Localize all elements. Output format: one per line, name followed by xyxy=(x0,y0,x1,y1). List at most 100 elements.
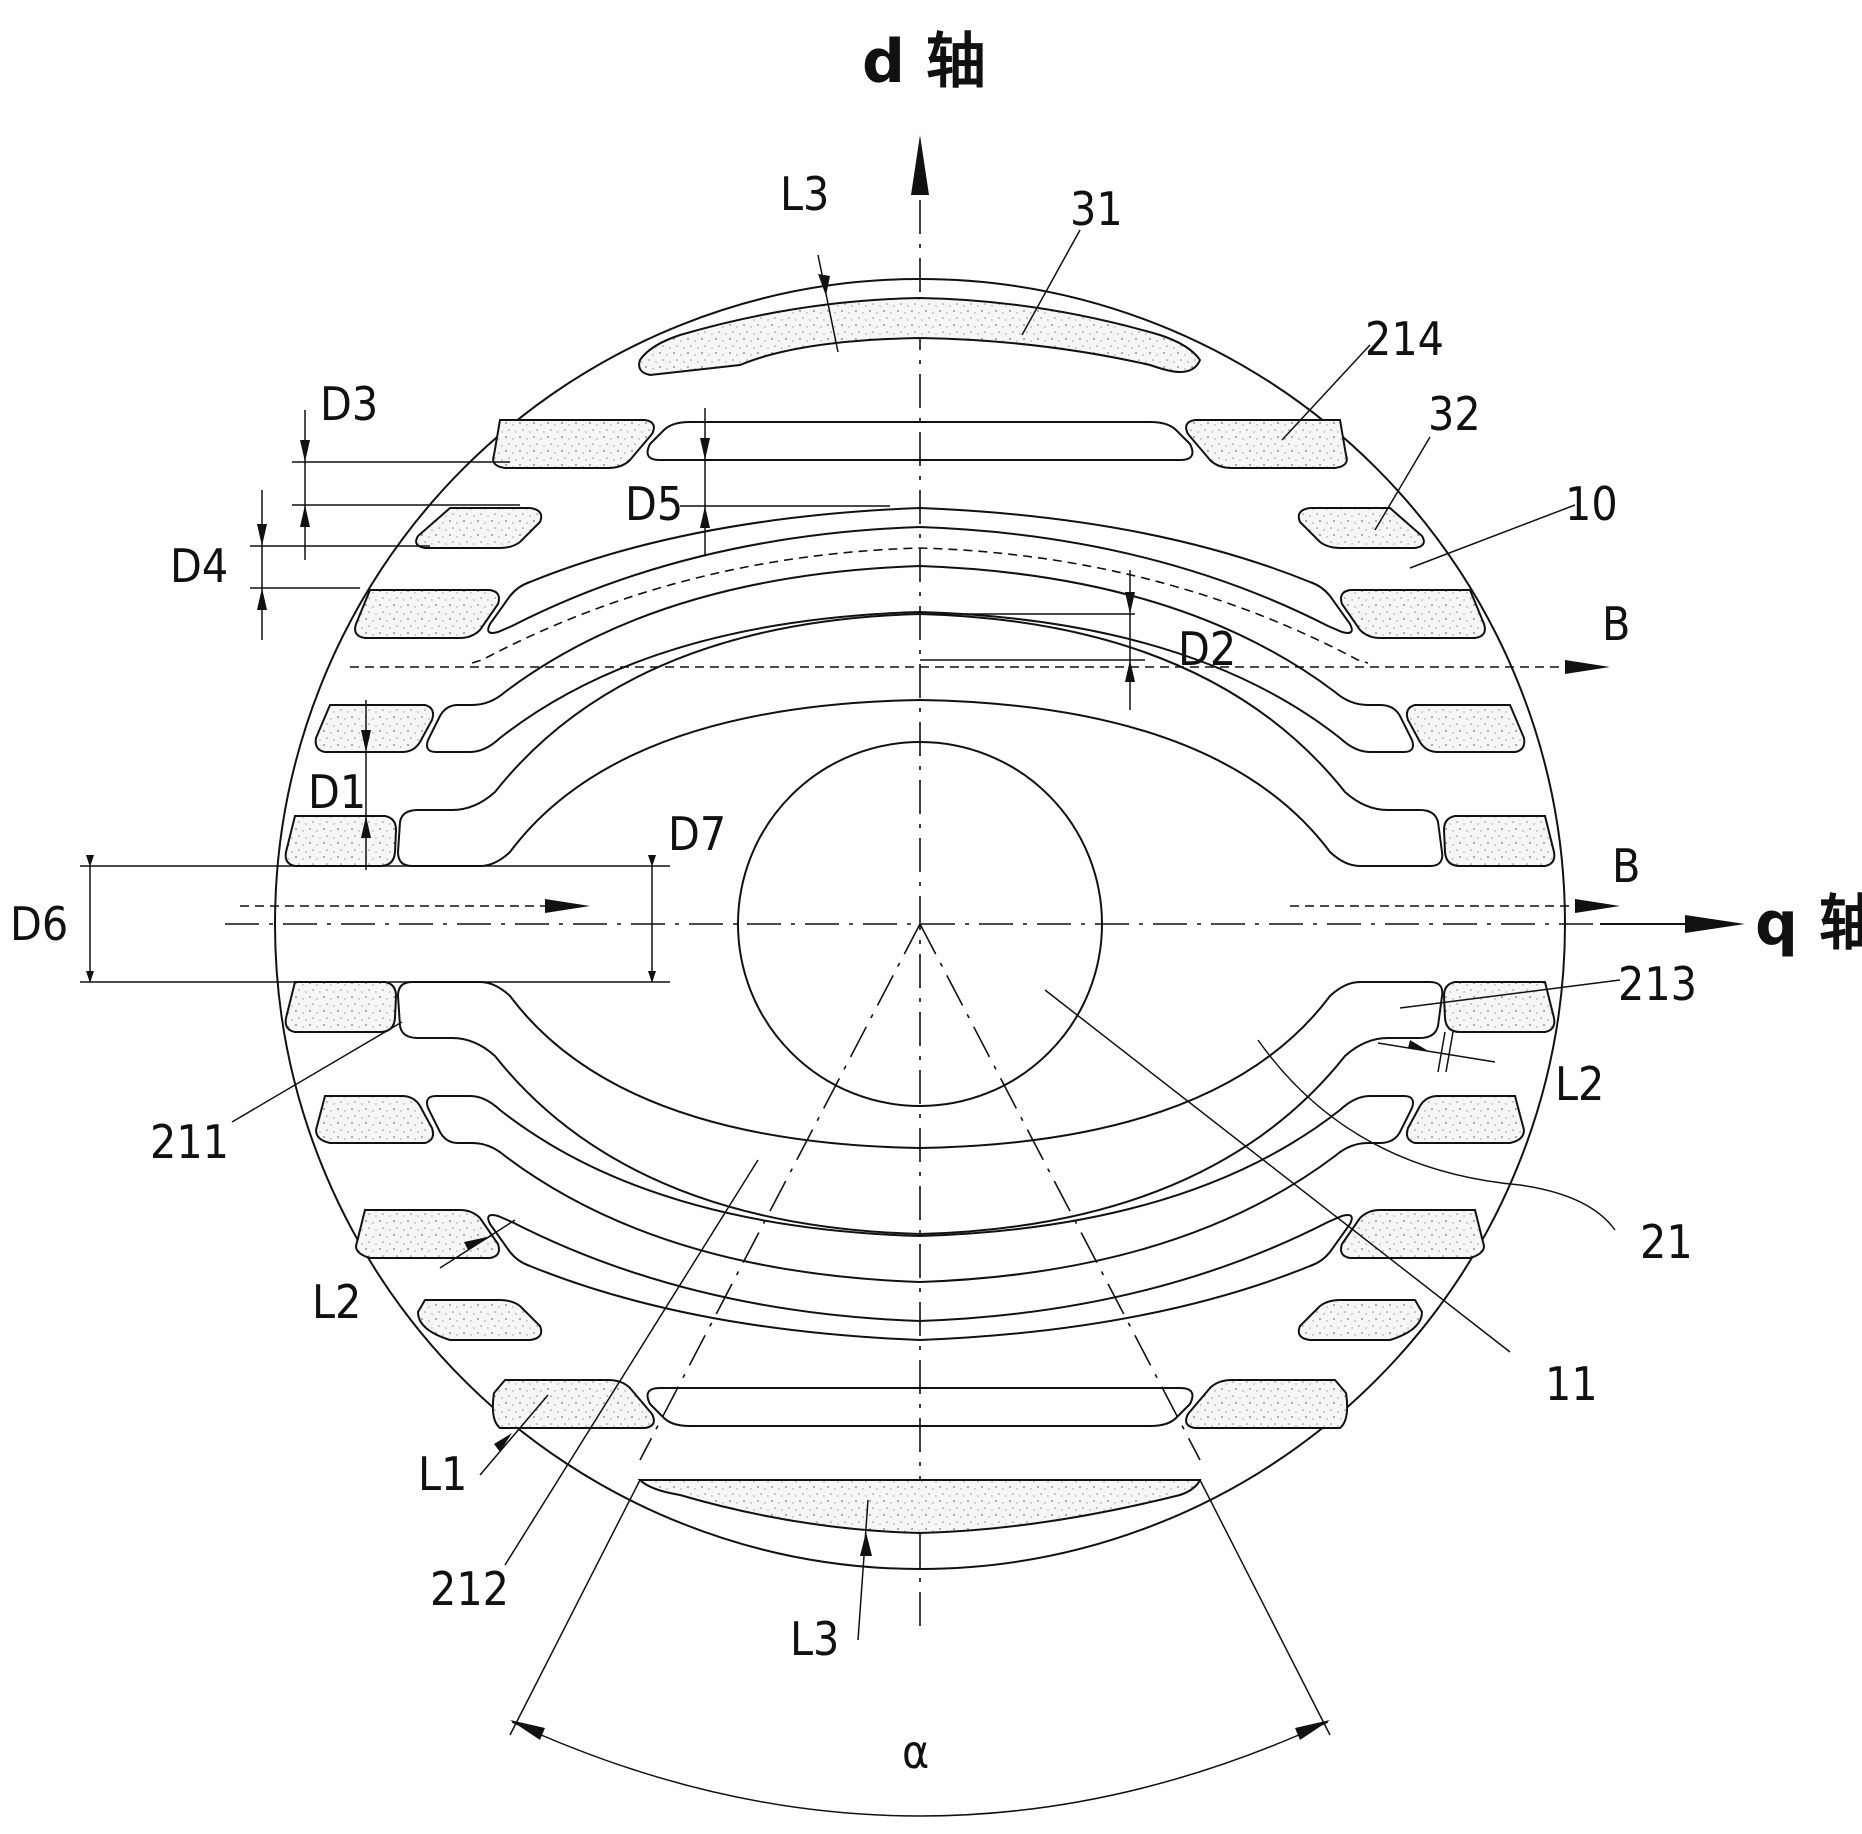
magnet-left-row-2 xyxy=(415,507,543,549)
d-axis-label: d 轴 xyxy=(862,27,986,97)
dim-d2-label: D2 xyxy=(1178,622,1236,676)
d1-arrow-top xyxy=(361,730,371,752)
leader-211 xyxy=(231,1021,403,1123)
label-211: 211 xyxy=(150,1115,229,1169)
magnet-right-row-1 xyxy=(1185,419,1348,469)
dim-l3-bottom-label: L3 xyxy=(790,1612,839,1666)
magnet-left-row-5 xyxy=(284,815,398,867)
q-axis-label: q 轴 xyxy=(1755,889,1862,959)
magnet-left-row-9 xyxy=(416,1299,543,1341)
section-arrow-left xyxy=(545,899,590,913)
section-arrow-b-lower xyxy=(1575,899,1620,913)
flux-barrier-lower-2 xyxy=(426,1095,1414,1284)
dim-l3-top-label: L3 xyxy=(780,167,829,221)
dim-d7-label: D7 xyxy=(668,807,726,861)
magnet-right-row-6 xyxy=(1442,981,1556,1033)
angle-alpha-label: α xyxy=(902,1725,929,1779)
flux-barrier-upper-3 xyxy=(487,506,1353,634)
right-magnet-group xyxy=(1185,419,1556,1429)
alpha-boundary-left xyxy=(639,923,921,1461)
magnet-right-row-5 xyxy=(1442,815,1556,867)
barrier-centerline xyxy=(471,547,1369,664)
leader-11 xyxy=(1044,989,1511,1353)
magnet-left-row-3 xyxy=(354,589,500,639)
magnet-right-row-10 xyxy=(1185,1379,1349,1429)
l3-top-arrow xyxy=(818,274,830,296)
magnet-left-row-8 xyxy=(354,1209,500,1259)
label-32: 32 xyxy=(1428,387,1481,441)
magnet-left-row-1 xyxy=(492,419,655,469)
q-axis-arrow xyxy=(1685,915,1745,933)
alpha-extension-right xyxy=(1199,1479,1331,1736)
alpha-extension-left xyxy=(509,1479,641,1736)
d5-arrow-top xyxy=(700,438,710,460)
d3-arrow-top xyxy=(300,440,310,462)
leader-21 xyxy=(1257,1039,1616,1231)
d2-arrow-top xyxy=(1125,592,1135,614)
magnet-31-top xyxy=(638,296,1202,377)
magnet-right-row-9 xyxy=(1297,1299,1424,1341)
magnet-left-row-10 xyxy=(491,1379,655,1429)
l3-bottom-leader xyxy=(857,1499,869,1641)
flux-barrier-upper-2 xyxy=(426,564,1414,753)
l2-right-tick-1 xyxy=(1437,1031,1446,1073)
leader-213 xyxy=(1399,979,1621,1009)
dim-l2-right-label: L2 xyxy=(1555,1057,1604,1111)
flux-barrier-lower-4 xyxy=(646,1387,1194,1427)
l2-right-arrow xyxy=(1408,1040,1430,1052)
label-11: 11 xyxy=(1545,1357,1598,1411)
alpha-arrow-left xyxy=(510,1720,545,1740)
dim-d4-label: D4 xyxy=(170,539,228,593)
leader-32 xyxy=(1374,436,1431,531)
magnet-right-row-2 xyxy=(1297,507,1425,549)
alpha-arc xyxy=(511,1721,1329,1817)
l1-arrow xyxy=(494,1433,512,1452)
label-213: 213 xyxy=(1618,957,1697,1011)
flux-barrier-lower-3 xyxy=(487,1214,1353,1342)
magnet-left-row-4 xyxy=(314,704,435,753)
magnet-right-row-7 xyxy=(1405,1095,1526,1144)
section-b-upper-label: B xyxy=(1602,597,1630,651)
magnet-right-row-8 xyxy=(1340,1209,1486,1259)
dim-d3-label: D3 xyxy=(320,377,378,431)
l2-left-arrow xyxy=(464,1236,492,1250)
d4-arrow-top xyxy=(257,524,267,546)
section-b-lower-label: B xyxy=(1612,839,1640,893)
dim-l2-left-label: L2 xyxy=(312,1275,361,1329)
leader-10 xyxy=(1409,504,1576,569)
magnet-left-row-7 xyxy=(314,1095,435,1144)
magnet-right-row-3 xyxy=(1340,589,1486,639)
l2-right-tick-2 xyxy=(1445,1031,1454,1073)
flux-barrier-upper-1 xyxy=(396,612,1444,867)
d3-arrow-bottom xyxy=(300,505,310,527)
l2-right-leader xyxy=(1377,1042,1496,1063)
d1-arrow-bottom xyxy=(361,816,371,838)
l3-top-leader xyxy=(817,254,839,353)
dim-d6-label: D6 xyxy=(10,897,68,951)
alpha-boundary-right xyxy=(919,923,1201,1461)
l3-bottom-arrow xyxy=(860,1532,872,1556)
leader-212 xyxy=(504,1159,759,1566)
d2-arrow-bottom xyxy=(1125,660,1135,682)
dim-d5-label: D5 xyxy=(625,477,683,531)
label-21: 21 xyxy=(1640,1215,1693,1269)
magnet-31-bottom xyxy=(637,1479,1202,1535)
label-31: 31 xyxy=(1070,182,1123,236)
label-214: 214 xyxy=(1365,312,1444,366)
dim-d1-label: D1 xyxy=(308,765,366,819)
d4-arrow-bottom xyxy=(257,588,267,610)
d5-arrow-bottom xyxy=(700,506,710,528)
label-212: 212 xyxy=(430,1562,509,1616)
magnet-left-row-6 xyxy=(284,981,398,1033)
leader-214 xyxy=(1281,344,1371,441)
magnet-right-row-4 xyxy=(1405,704,1526,753)
d-axis-arrow xyxy=(911,135,929,195)
flux-barrier-upper-4 xyxy=(646,421,1194,461)
flux-barrier-lower-1 xyxy=(396,981,1444,1236)
section-arrow-b-upper xyxy=(1565,660,1610,674)
alpha-arrow-right xyxy=(1295,1720,1330,1740)
dim-l1-label: L1 xyxy=(418,1447,467,1501)
leader-31 xyxy=(1021,229,1081,336)
